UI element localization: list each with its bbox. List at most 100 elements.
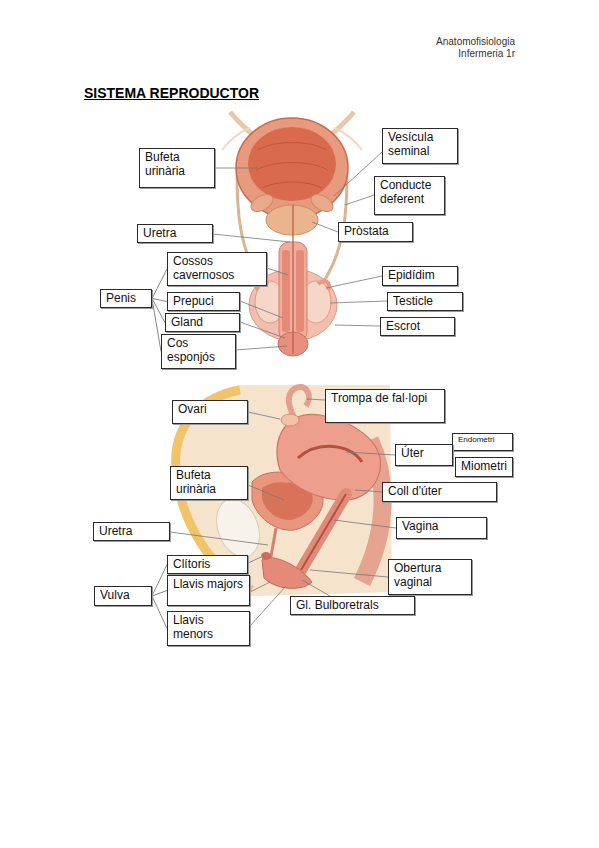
header-label: Infermeria 1r bbox=[458, 48, 515, 60]
uterine-cavity bbox=[298, 446, 362, 462]
label-box: Ovari bbox=[172, 400, 248, 424]
vagina bbox=[301, 494, 346, 570]
label-box: Uretra bbox=[93, 522, 170, 541]
label-text: Pròstata bbox=[344, 224, 407, 238]
leader-line bbox=[248, 485, 284, 500]
label-box: Miometri bbox=[455, 457, 513, 477]
label-text: Conducte deferent bbox=[380, 178, 439, 206]
leader-line bbox=[267, 268, 288, 275]
label-box: Uretra bbox=[137, 224, 213, 243]
leader-line bbox=[250, 582, 270, 592]
leader-line bbox=[335, 325, 380, 326]
leader-line bbox=[355, 490, 382, 492]
label-box: Gl. Bulboretrals bbox=[290, 596, 415, 615]
bladder-cavity bbox=[248, 127, 336, 201]
label-text: Coll d'úter bbox=[388, 484, 491, 498]
label-box: Obertura vaginal bbox=[388, 559, 472, 595]
urethra bbox=[292, 205, 293, 354]
leader-line bbox=[302, 580, 330, 596]
label-text: Vulva bbox=[100, 588, 146, 602]
leader-line bbox=[236, 346, 287, 350]
bladder-fold bbox=[256, 163, 328, 171]
label-text: Ovari bbox=[178, 402, 242, 416]
label-text: Uretra bbox=[143, 226, 207, 240]
label-text: Endometri bbox=[458, 435, 507, 445]
ovary bbox=[281, 414, 299, 426]
label-text: Gland bbox=[171, 315, 234, 329]
label-text: Clítoris bbox=[173, 557, 242, 571]
leader-line bbox=[250, 586, 286, 626]
leader-line bbox=[330, 301, 387, 303]
label-box: Conducte deferent bbox=[374, 176, 445, 215]
label-box: Llavis menors bbox=[167, 611, 250, 646]
label-box: Llavis majors bbox=[167, 575, 250, 606]
label-box: Gland bbox=[165, 313, 240, 332]
uterus bbox=[277, 414, 381, 500]
label-box: Escrot bbox=[380, 317, 455, 336]
label-text: Trompa de fal·lopi bbox=[331, 391, 439, 405]
bracket-line bbox=[152, 596, 167, 629]
label-box: Vagina bbox=[396, 517, 487, 539]
label-box: Vesícula seminal bbox=[382, 128, 458, 164]
label-box: Clítoris bbox=[167, 555, 248, 574]
page-title: SISTEMA REPRODUCTOR bbox=[84, 85, 259, 102]
label-box: Prepuci bbox=[167, 292, 240, 311]
label-text: Testicle bbox=[393, 294, 457, 308]
label-text: Bufeta urinària bbox=[145, 150, 209, 178]
bracket-line bbox=[152, 299, 161, 352]
label-box: Coll d'úter bbox=[382, 482, 497, 502]
label-text: Uretra bbox=[99, 524, 164, 538]
leader-line bbox=[346, 452, 395, 455]
label-text: Cos esponjós bbox=[167, 336, 230, 364]
leader-line bbox=[326, 276, 382, 288]
vaginal-canal bbox=[301, 494, 346, 570]
label-box: Pròstata bbox=[338, 222, 413, 242]
label-box: Cos esponjós bbox=[161, 334, 236, 369]
leader-line bbox=[312, 222, 338, 232]
leader-line bbox=[307, 399, 325, 400]
leader-line bbox=[215, 168, 258, 169]
label-box: Epidídim bbox=[382, 266, 458, 286]
leader-line bbox=[240, 322, 285, 338]
label-text: Llavis menors bbox=[173, 613, 244, 641]
bladder-fold bbox=[258, 143, 326, 151]
label-text: Bufeta urinària bbox=[176, 468, 242, 496]
urethra bbox=[270, 528, 276, 562]
label-box: Penis bbox=[100, 289, 152, 308]
epididymis bbox=[318, 281, 329, 290]
header-label: Anatomofisiologia bbox=[436, 36, 515, 48]
label-text: Penis bbox=[106, 291, 146, 305]
label-box: Vulva bbox=[94, 586, 152, 606]
bracket-line bbox=[152, 269, 167, 299]
bracket-line bbox=[152, 591, 167, 597]
labia bbox=[262, 558, 312, 589]
bladder-fold bbox=[262, 182, 322, 188]
corpus-cavernosum bbox=[296, 250, 304, 332]
bracket-line bbox=[152, 299, 167, 302]
leader-line bbox=[345, 195, 374, 205]
label-box: Úter bbox=[395, 444, 453, 466]
clitoris bbox=[261, 552, 271, 560]
prostate bbox=[266, 205, 318, 235]
label-text: Epidídim bbox=[388, 268, 452, 282]
label-box: Cossos cavernosos bbox=[167, 252, 267, 286]
leader-line bbox=[248, 557, 261, 563]
label-text: Úter bbox=[401, 446, 447, 460]
leader-line bbox=[334, 520, 396, 528]
leader-line bbox=[170, 532, 268, 545]
label-text: Obertura vaginal bbox=[394, 561, 466, 589]
label-text: Vagina bbox=[402, 519, 481, 533]
corpus-cavernosum bbox=[282, 250, 290, 332]
label-text: Vesícula seminal bbox=[388, 130, 452, 158]
label-box: Endometri bbox=[452, 433, 513, 451]
leader-line bbox=[310, 570, 388, 577]
leader-line bbox=[213, 234, 290, 242]
bracket-line bbox=[152, 565, 167, 597]
leader-line bbox=[248, 412, 280, 419]
label-text: Llavis majors bbox=[173, 577, 244, 591]
label-text: Escrot bbox=[386, 319, 449, 333]
